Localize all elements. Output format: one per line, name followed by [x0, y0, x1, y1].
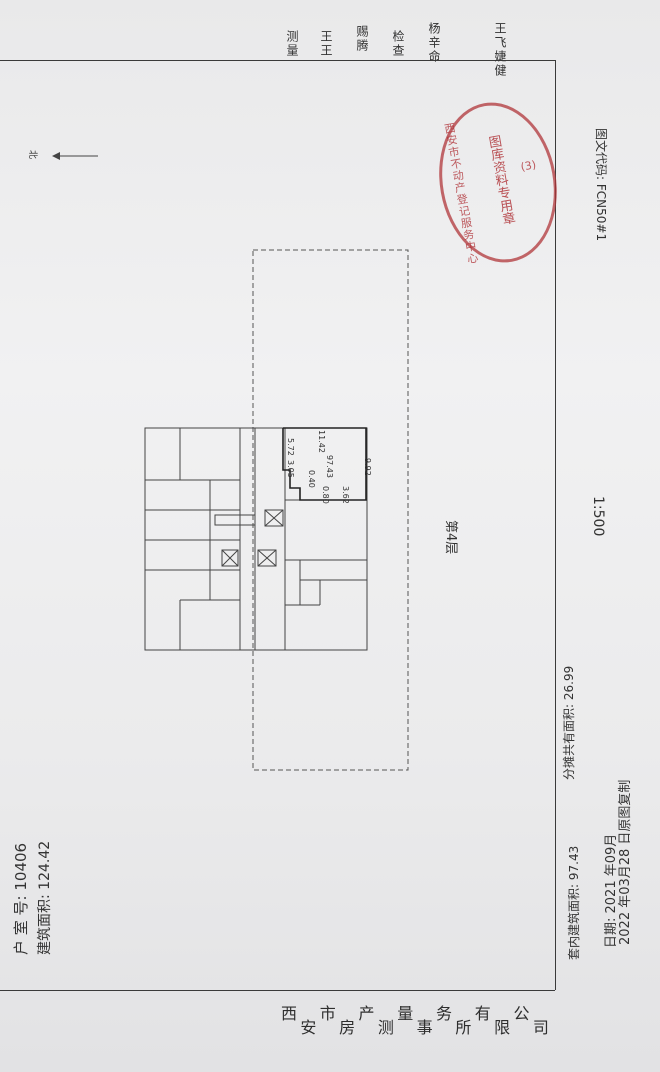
survey-name: 王王 [319, 30, 333, 58]
company-char: 市 [319, 1004, 336, 1023]
company-char: 所 [455, 1018, 472, 1037]
frame-bottom-line [0, 990, 555, 991]
shared-area-label: 分摊共有面积: 26.99 [562, 665, 576, 780]
dim-label: 11.42 [317, 430, 326, 453]
interior-area-label: 套内建筑面积: 97.43 [567, 845, 581, 960]
company-char: 产 [358, 1004, 375, 1023]
check-name: 杨辛命 [427, 22, 441, 64]
frame-right-line [555, 60, 556, 990]
company-char: 事 [416, 1018, 433, 1037]
north-label: 北 [27, 150, 37, 160]
room-number-label: 户 室 号: 10406 [12, 842, 30, 955]
scale-label: 1:500 [590, 496, 606, 537]
north-arrow-icon [52, 152, 98, 160]
company-char: 测 [377, 1018, 394, 1037]
company-char: 量 [397, 1004, 414, 1023]
unit-outline [282, 427, 367, 501]
stamp-inner-text: 图库资料专用章 [484, 133, 516, 227]
check-role: 检查 [391, 30, 405, 58]
dim-label: 5.72 [286, 438, 295, 456]
date-line-2: 2022 年03月28 日原图复制 [618, 779, 633, 945]
dim-label: 0.40 [307, 470, 316, 488]
company-name: 西安市房产测量事务所有限公司 [280, 1000, 550, 1038]
company-char: 有 [474, 1004, 491, 1023]
dim-label: 3.05 [286, 460, 295, 478]
company-char: 务 [435, 1004, 452, 1023]
company-char: 房 [339, 1018, 356, 1037]
company-char: 限 [494, 1018, 511, 1037]
unit-area-label: 97.43 [325, 455, 334, 478]
company-char: 安 [300, 1018, 317, 1037]
company-char: 西 [280, 1004, 297, 1023]
company-char: 公 [513, 1004, 530, 1023]
frame-left-line [0, 60, 555, 61]
dim-label: 3.62 [341, 486, 350, 504]
map-code-label: 图文代码: FCN50#1 [594, 128, 608, 242]
building-area-label: 建筑面积: 124.42 [37, 840, 53, 955]
stamp-number: (3) [519, 158, 538, 174]
dim-label: 0.80 [321, 486, 330, 504]
extra-name: 王飞婕健 [493, 22, 507, 78]
survey-role: 测量 [285, 30, 299, 58]
parcel-boundary [252, 249, 409, 771]
dim-label: 9.92 [363, 458, 372, 476]
floor-label: 第4层 [443, 520, 458, 555]
building-outline [144, 427, 368, 651]
drawn-name: 赐腾 [355, 25, 369, 53]
company-char: 司 [532, 1018, 549, 1037]
